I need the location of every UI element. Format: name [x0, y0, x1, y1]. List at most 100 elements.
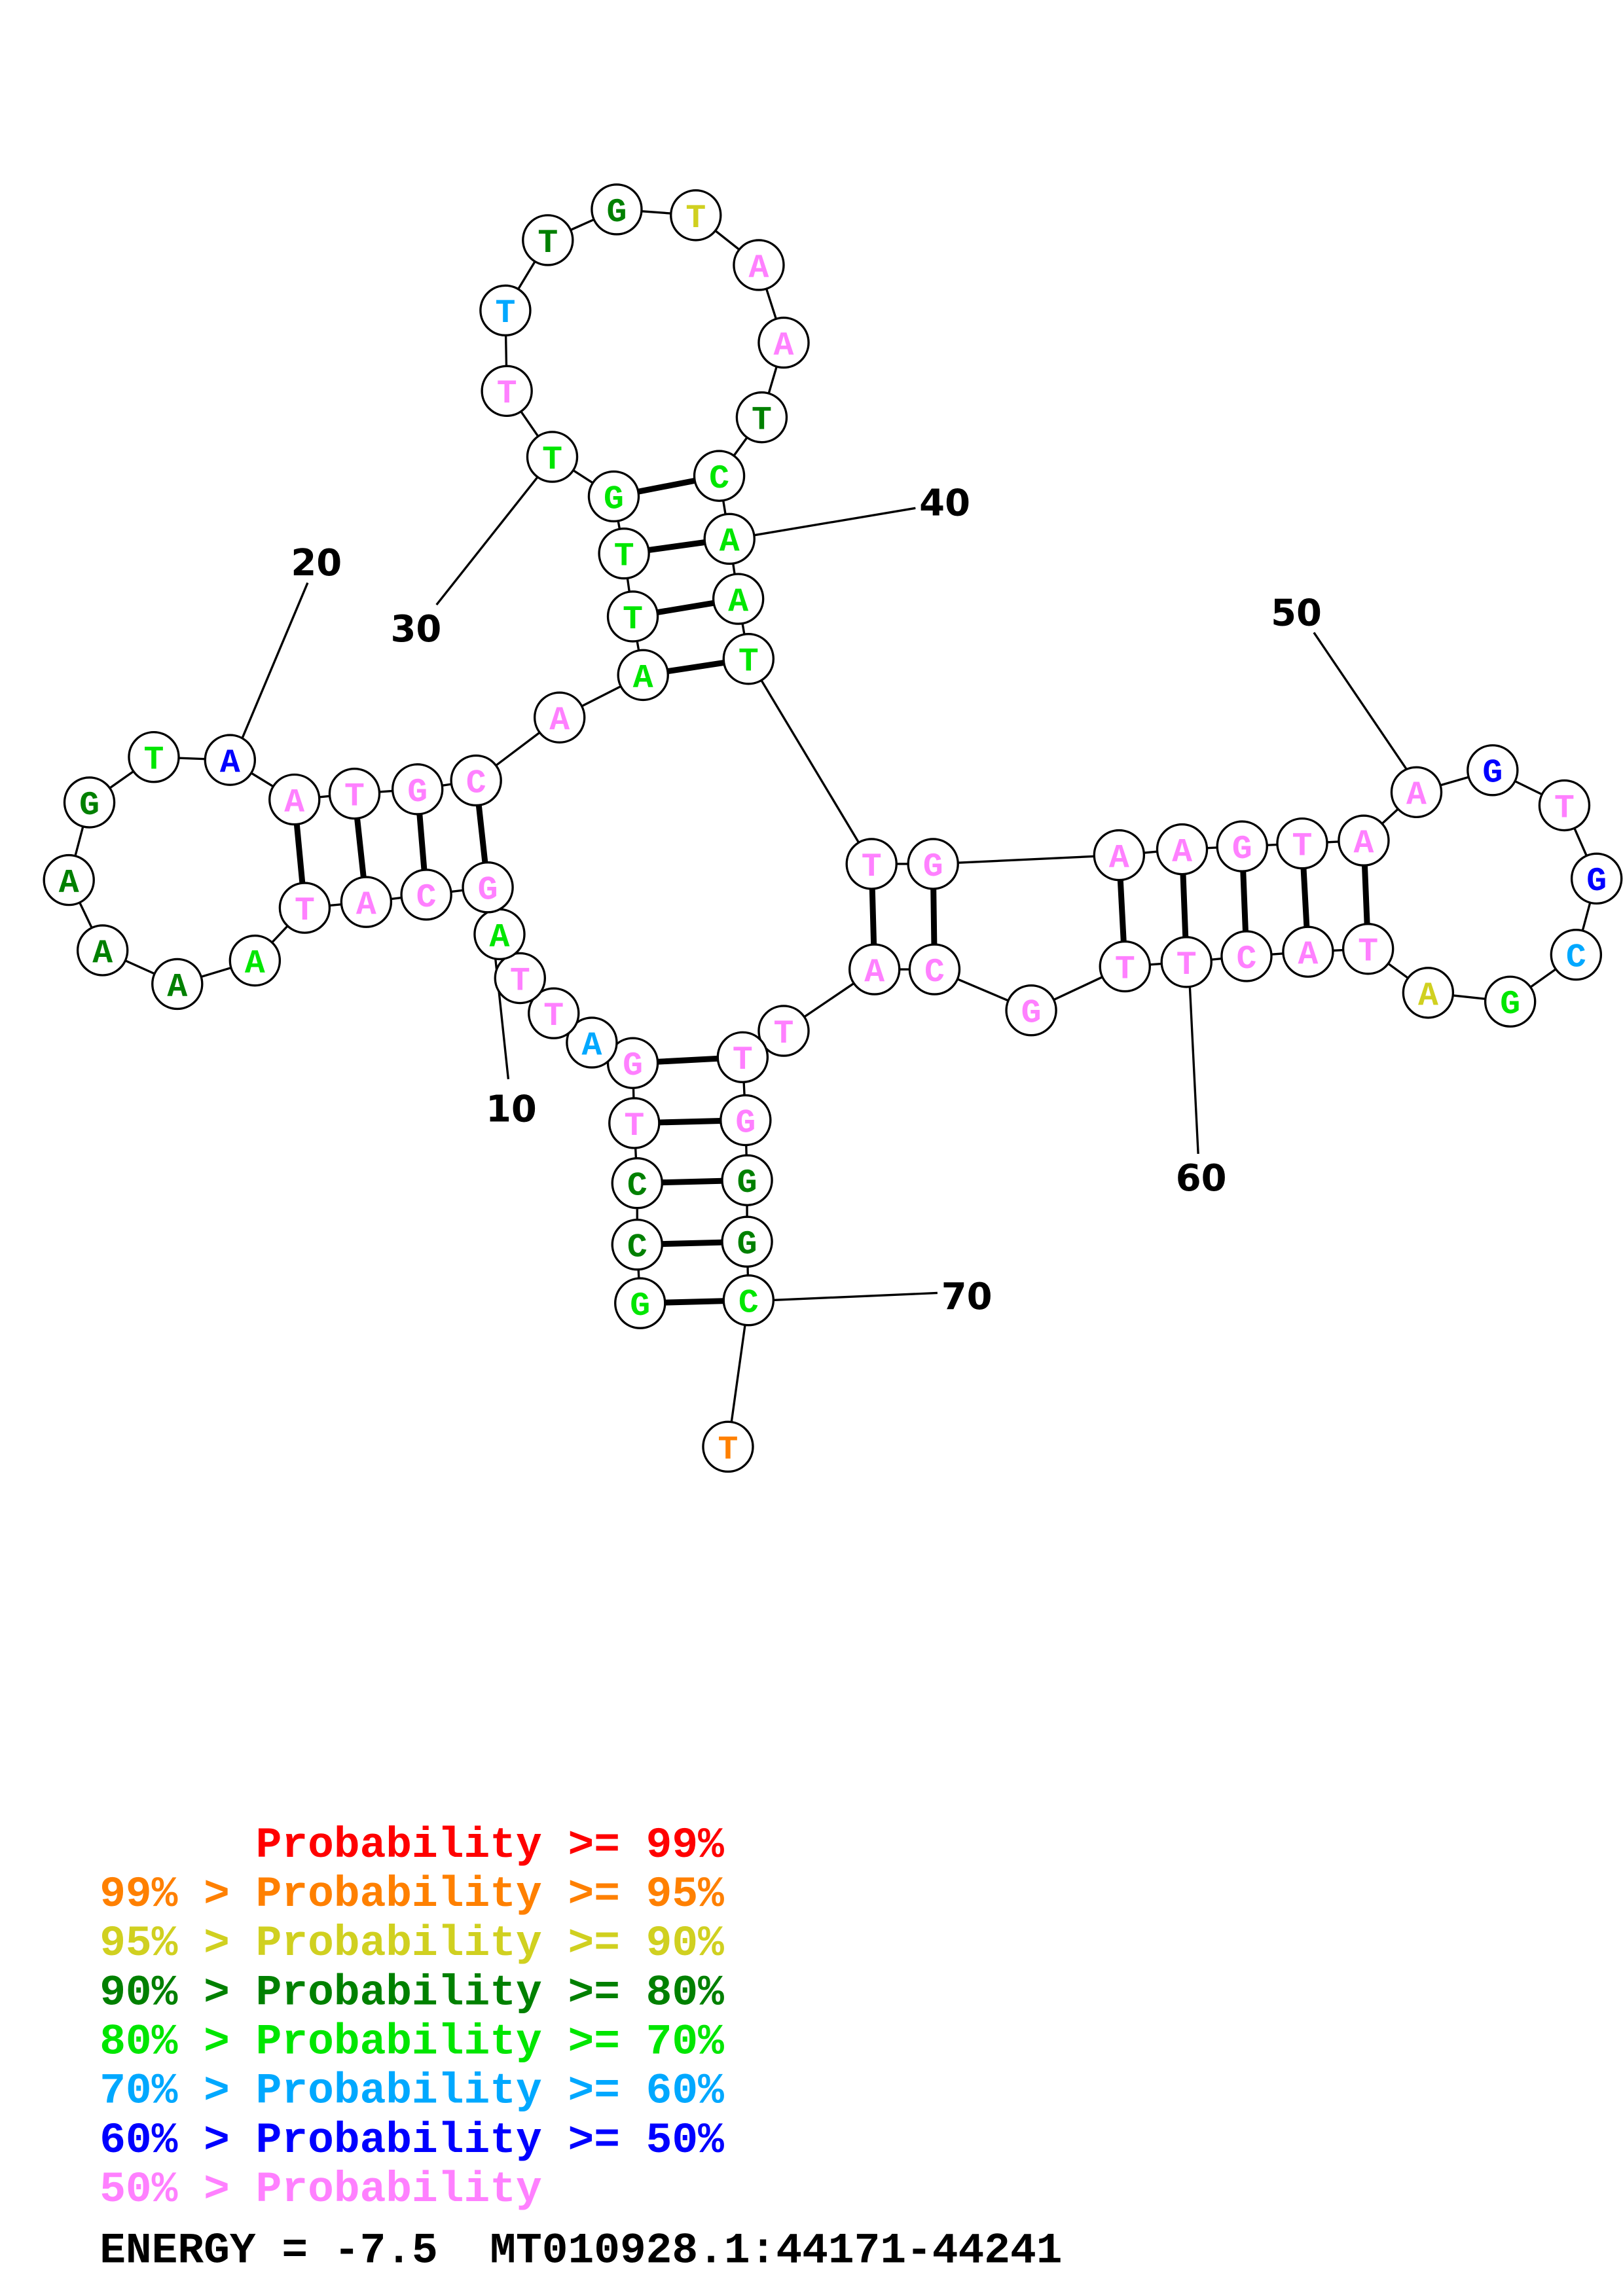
nucleotide: T [735, 391, 788, 444]
nucleotide: A [712, 573, 765, 625]
nucleotide-letter: A [1418, 977, 1438, 1015]
nucleotide: A [1338, 814, 1390, 867]
nucleotide: A [340, 876, 393, 928]
nucleotide-letter: G [478, 872, 498, 910]
nucleotide-letter: T [733, 1041, 753, 1079]
nucleotide-letter: C [466, 764, 486, 802]
nucleotide: A [228, 934, 282, 987]
nucleotide-circle [908, 943, 961, 996]
nucleotide-circle [907, 838, 959, 890]
nucleotide-letter: A [1406, 776, 1427, 814]
nucleotide-circle [1570, 852, 1623, 905]
nucleotide-circle [720, 1094, 772, 1147]
nucleotide-letter: T [344, 778, 365, 816]
nucleotide-circle [722, 633, 775, 685]
nucleotide-letter: T [144, 742, 164, 780]
nucleotide: A [757, 316, 810, 369]
nucleotide: A [733, 239, 785, 291]
position-leader-line [750, 507, 916, 537]
nucleotide-circle [1220, 930, 1273, 982]
nucleotide: T [494, 952, 546, 1005]
nucleotide-circle [757, 316, 810, 369]
nucleotide-letter: A [284, 783, 304, 821]
nucleotide-letter: T [623, 601, 643, 639]
nucleotide-circle [528, 987, 580, 1039]
nucleotide-circle [340, 876, 393, 928]
nucleotide-circle [278, 882, 331, 934]
nucleotide: T [1099, 940, 1151, 993]
nucleotide: C [611, 1218, 663, 1271]
legend-entry: 60% > Probability >= 50% [100, 2116, 724, 2165]
nucleotide-letter: G [1482, 755, 1503, 793]
nucleotide: T [845, 838, 898, 890]
nucleotide: C [722, 1274, 775, 1327]
nucleotide-letter: C [1566, 939, 1586, 977]
nucleotide-letter: T [862, 848, 882, 886]
nucleotide-circle [1341, 923, 1395, 975]
nucleotide: T [702, 1420, 754, 1473]
nucleotide: C [1220, 930, 1273, 982]
nucleotide-letter: G [607, 194, 627, 232]
nucleotide-circle [845, 838, 898, 890]
nucleotide: A [848, 943, 901, 996]
legend-entry: 99% > Probability >= 95% [100, 1870, 724, 1919]
nucleotide-circle [1160, 936, 1213, 988]
nucleotide: G [1570, 852, 1623, 905]
nucleotide-circle [721, 1215, 773, 1268]
nucleotide-letter: C [627, 1229, 647, 1267]
nucleotide: T [278, 882, 331, 934]
position-leader-line [240, 582, 309, 740]
nucleotide-circle [228, 934, 282, 987]
nucleotide: T [328, 767, 381, 820]
position-label: 30 [391, 608, 442, 651]
nucleotide-circle [328, 767, 381, 820]
legend-entry: 80% > Probability >= 70% [100, 2018, 724, 2067]
nucleotide-circle [479, 284, 532, 337]
nucleotide-circle [721, 1154, 773, 1206]
nucleotide-circle [702, 1420, 754, 1473]
nucleotide-letter: A [59, 864, 79, 902]
nucleotide-letter: T [739, 643, 759, 681]
nucleotide-circle [716, 1031, 769, 1084]
nucleotide: T [1160, 936, 1213, 988]
nucleotide-letter: A [633, 659, 653, 697]
nucleotide: T [716, 1031, 769, 1084]
nucleotide-circle [712, 573, 765, 625]
nucleotide-letter: A [1109, 839, 1129, 877]
nucleotide-letter: G [623, 1047, 643, 1085]
nucleotide-circle [450, 754, 502, 807]
nucleotide-letter: C [416, 879, 437, 917]
nucleotide-letter: G [79, 787, 100, 825]
nucleotide-letter: T [538, 224, 558, 262]
nucleotide-circle [670, 189, 722, 242]
nucleotide: A [1093, 829, 1146, 882]
nucleotide-letter: T [295, 892, 315, 930]
nucleotide-letter: A [356, 886, 376, 924]
nucleotide-circle [43, 853, 95, 906]
nucleotide-letter: T [685, 200, 706, 238]
nucleotide-circle [1005, 984, 1057, 1037]
nucleotide-letter: T [1358, 933, 1378, 971]
nucleotide-letter: A [549, 702, 570, 740]
position-leader-line [1188, 978, 1199, 1155]
legend-entry: 95% > Probability >= 90% [100, 1919, 724, 1968]
nucleotide: G [1467, 744, 1519, 797]
nucleotide-circle [1282, 925, 1334, 978]
nucleotide: T [528, 987, 580, 1039]
nucleotide-circle [533, 691, 586, 744]
position-label: 70 [941, 1276, 993, 1318]
nucleotide: A [533, 691, 586, 744]
nucleotide: T [757, 1005, 810, 1057]
nucleotide-letter: A [490, 918, 510, 956]
nucleotide: A [473, 908, 526, 961]
nucleotide-letter: A [774, 327, 794, 365]
nucleotide-letter: T [752, 402, 772, 440]
nucleotide: G [1216, 820, 1268, 872]
nucleotide-circle [611, 1157, 663, 1210]
nucleotide: T [1276, 817, 1328, 870]
nucleotide: A [1390, 766, 1443, 819]
nucleotide-circle [1538, 779, 1591, 832]
nucleotide: A [43, 853, 95, 906]
nucleotide-letter: G [1021, 995, 1042, 1033]
